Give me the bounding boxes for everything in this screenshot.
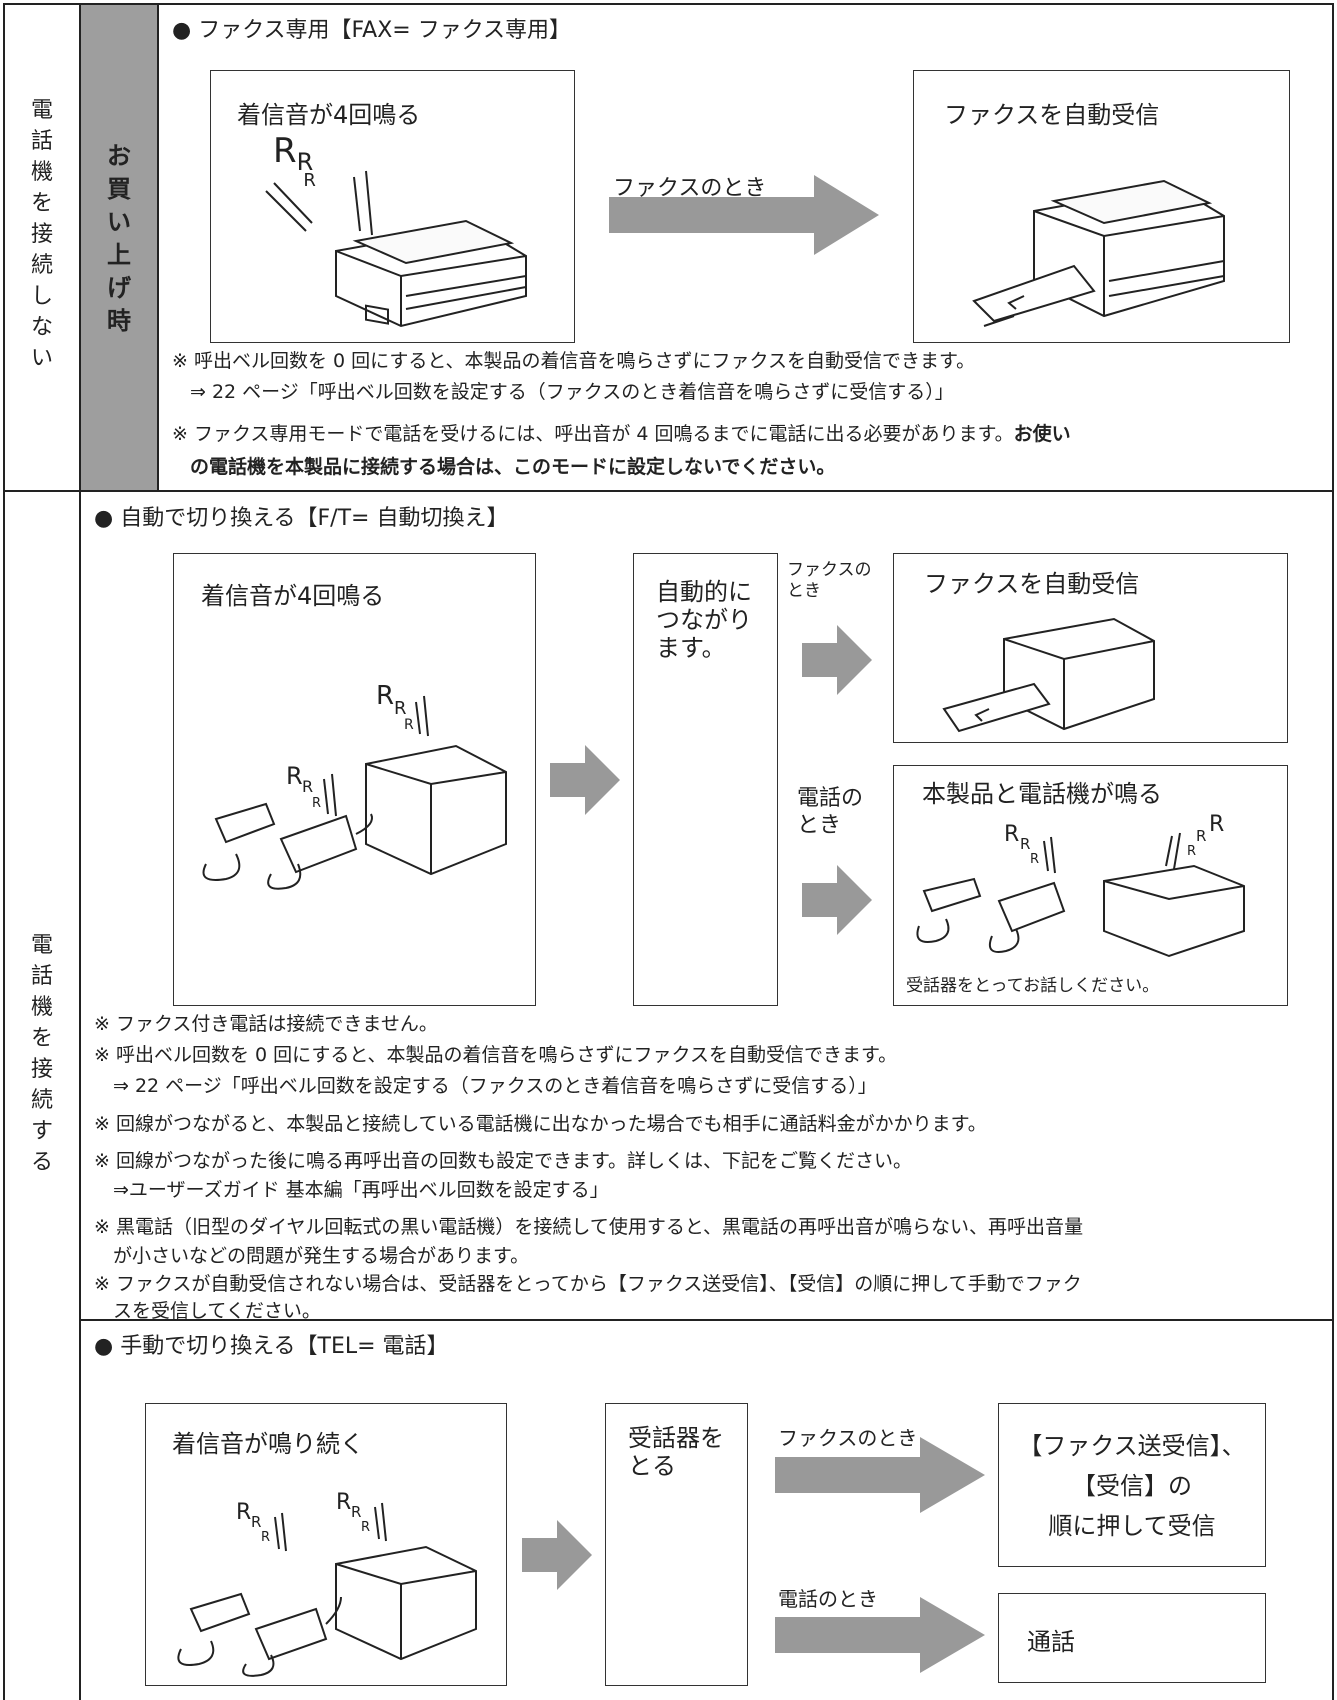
- auto-switch-note-7: が小さいなどの問題が発生する場合があります。: [94, 1245, 530, 1267]
- arrow-right-icon: [550, 745, 620, 815]
- fax-only-note-2a-text: ※ ファクス専用モードで電話を受けるには、呼出音が 4 回鳴るまでに電話に出る必…: [172, 423, 1014, 445]
- frame-right: [1332, 3, 1334, 1700]
- auto-switch-note-9: スを受信してください。: [94, 1300, 321, 1322]
- factory-default-band: [81, 5, 157, 490]
- printer-receiving-icon: [942, 617, 1155, 733]
- auto-switch-note-4: ※ 回線がつながった後に鳴る再呼出音の回数も設定できます。詳しくは、下記をご覧く…: [94, 1150, 913, 1172]
- svg-text:R: R: [336, 1490, 351, 1515]
- frame-col-1: [79, 3, 81, 1700]
- auto-switch-title: ● 自動で切り換える【F/T= 自動切換え】: [94, 506, 509, 531]
- svg-text:R: R: [261, 1530, 270, 1545]
- manual-switch-box-pickup-text: 受話器を とる: [628, 1424, 724, 1480]
- auto-switch-box-ring: 着信音が4回鳴る R R R R R R: [173, 553, 536, 1006]
- manual-switch-box-ring-text: 着信音が鳴り続く: [172, 1430, 364, 1458]
- auto-switch-box-fax: ファクスを自動受信: [893, 553, 1288, 743]
- label-factory-default: お 買 い 上 げ 時: [107, 142, 131, 335]
- auto-switch-box-phone-note: 受話器をとってお話しください。: [906, 976, 1160, 996]
- svg-text:R: R: [1196, 827, 1206, 845]
- printer-ringing-icon: [265, 170, 527, 328]
- frame-divider-2: [79, 1319, 1334, 1321]
- svg-text:R: R: [1030, 852, 1039, 867]
- svg-text:R: R: [1209, 812, 1224, 837]
- fax-only-note-2b-text: お使い: [1013, 423, 1071, 445]
- fax-only-box-receive: ファクスを自動受信: [913, 70, 1290, 343]
- fax-only-note-2c: の電話機を本製品に接続する場合は、このモードに設定しないでください。: [190, 456, 836, 478]
- manual-switch-title: ● 手動で切り換える【TEL= 電話】: [94, 1334, 449, 1359]
- auto-switch-box-phone: 本製品と電話機が鳴る R R R R R R 受話器をとってお話しください。: [893, 765, 1288, 1006]
- printer-receiving-icon: [972, 179, 1225, 327]
- frame-top: [3, 3, 1334, 5]
- manual-switch-phone-label: 電話のとき: [778, 1587, 878, 1611]
- fax-only-box-receive-text: ファクスを自動受信: [944, 101, 1160, 129]
- svg-text:R: R: [361, 1520, 370, 1535]
- fax-only-box-ring: 着信音が4回鳴る RRR: [210, 70, 575, 343]
- svg-text:R: R: [404, 717, 414, 733]
- manual-switch-box-fax-text: 【ファクス送受信】、 【受信】の 順に押して受信: [1018, 1432, 1246, 1540]
- frame-col-2: [157, 3, 159, 491]
- frame-divider-1: [3, 490, 1334, 492]
- manual-switch-box-talk-text: 通話: [1027, 1628, 1075, 1656]
- fax-only-note-1: ※ 呼出ベル回数を 0 回にすると、本製品の着信音を鳴らさずにファクスを自動受信…: [172, 350, 976, 372]
- phones-and-printer-ringing-icon: R R R R R R: [916, 812, 1245, 958]
- arrow-right-icon: [802, 865, 872, 935]
- auto-switch-fax-label: ファクスの とき: [787, 560, 872, 601]
- label-with-phone: 電 話 機 を 接 続 す る: [30, 933, 53, 1175]
- svg-text:R: R: [286, 762, 303, 790]
- arrow-right-icon: [775, 1437, 985, 1513]
- phones-and-printer-ringing-icon: R R R R R R: [177, 1490, 477, 1677]
- phones-and-printer-ringing-icon: R R R R R R: [202, 681, 507, 890]
- arrow-right-icon: [802, 625, 872, 695]
- svg-text:R: R: [1187, 844, 1196, 859]
- arrow-right-icon: [775, 1597, 985, 1673]
- svg-text:R: R: [1020, 835, 1030, 853]
- fax-only-box-ring-text: 着信音が4回鳴る: [237, 101, 421, 129]
- auto-switch-box-phone-text: 本製品と電話機が鳴る: [922, 780, 1162, 808]
- manual-switch-box-fax: 【ファクス送受信】、 【受信】の 順に押して受信: [998, 1403, 1266, 1567]
- auto-switch-note-3: ※ 回線がつながると、本製品と接続している電話機に出なかった場合でも相手に通話料…: [94, 1113, 987, 1135]
- auto-switch-note-2: ⇒ 22 ページ「呼出ベル回数を設定する（ファクスのとき着信音を鳴らさずに受信す…: [94, 1075, 877, 1097]
- auto-switch-box-ring-text: 着信音が4回鳴る: [201, 582, 385, 610]
- fax-only-note-1b: ⇒ 22 ページ「呼出ベル回数を設定する（ファクスのとき着信音を鳴らさずに受信す…: [190, 381, 954, 403]
- auto-switch-note-1: ※ 呼出ベル回数を 0 回にすると、本製品の着信音を鳴らさずにファクスを自動受信…: [94, 1044, 898, 1066]
- manual-switch-fax-label: ファクスのとき: [778, 1426, 918, 1450]
- svg-text:R: R: [302, 777, 313, 796]
- svg-text:R: R: [251, 1513, 261, 1531]
- fax-only-arrow-label: ファクスのとき: [613, 176, 767, 201]
- auto-switch-box-connect-text: 自動的に つながり ます。: [656, 578, 752, 662]
- auto-switch-note-6: ※ 黒電話（旧型のダイヤル回転式の黒い電話機）を接続して使用すると、黒電話の再呼…: [94, 1216, 1084, 1238]
- arrow-right-icon: [522, 1520, 592, 1590]
- fax-only-note-2a: ※ ファクス専用モードで電話を受けるには、呼出音が 4 回鳴るまでに電話に出る必…: [172, 422, 1071, 446]
- label-no-phone: 電 話 機 を 接 続 し な い: [30, 98, 53, 371]
- manual-switch-box-talk: 通話: [998, 1593, 1266, 1683]
- auto-switch-note-5: ⇒ユーザーズガイド 基本編「再呼出ベル回数を設定する」: [94, 1179, 609, 1201]
- auto-switch-phone-label: 電話の とき: [797, 786, 864, 838]
- fax-only-title: ● ファクス専用【FAX= ファクス専用】: [172, 18, 572, 43]
- frame-left: [3, 3, 5, 1700]
- auto-switch-box-fax-text: ファクスを自動受信: [924, 570, 1140, 598]
- manual-switch-box-pickup: 受話器を とる: [605, 1403, 748, 1686]
- svg-text:R: R: [312, 796, 321, 811]
- svg-text:R: R: [236, 1500, 251, 1525]
- ring-symbol-icon: RRR: [273, 131, 316, 191]
- arrow-right-icon: [609, 175, 879, 255]
- auto-switch-note-8: ※ ファクスが自動受信されない場合は、受話器をとってから【ファクス送受信】、【受…: [94, 1273, 1082, 1295]
- manual-switch-box-ring: 着信音が鳴り続く R R R R R R: [145, 1403, 507, 1686]
- svg-text:R: R: [376, 681, 394, 711]
- auto-switch-box-connect: 自動的に つながり ます。: [633, 553, 778, 1006]
- svg-text:R: R: [394, 698, 407, 719]
- svg-text:R: R: [351, 1503, 361, 1521]
- auto-switch-note-0: ※ ファクス付き電話は接続できません。: [94, 1013, 438, 1035]
- svg-text:R: R: [1004, 822, 1019, 847]
